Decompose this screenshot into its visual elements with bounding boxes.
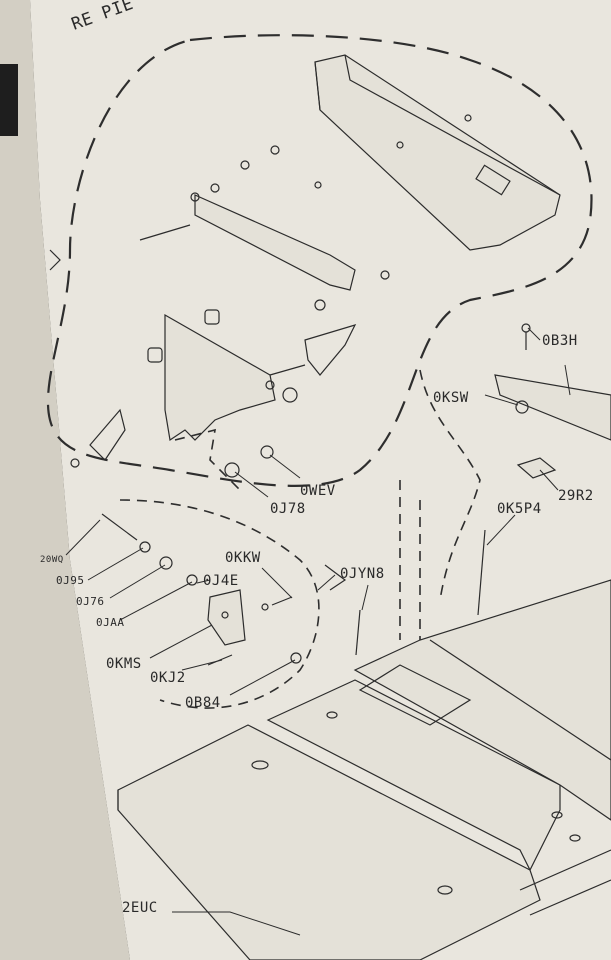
label-0k5p4: 0K5P4 — [497, 501, 542, 517]
label-0kkw: 0KKW — [225, 550, 261, 566]
right-boundary — [399, 369, 481, 680]
table-top — [117, 579, 611, 960]
label-29r2: 29R2 — [558, 488, 594, 504]
label-0j95: 0J95 — [56, 574, 85, 587]
binding-tab — [0, 64, 18, 136]
label-20wq: 20WQ — [40, 555, 64, 565]
upper-assembly-boundary — [46, 34, 593, 487]
label-0kj2: 0KJ2 — [150, 670, 186, 686]
pawl-plate — [70, 309, 357, 468]
previous-page-edge — [0, 0, 130, 960]
nut-and-washer — [174, 428, 274, 491]
lower-group-boundary — [119, 499, 320, 709]
mounting-bracket — [139, 145, 390, 311]
label-0kms: 0KMS — [106, 656, 142, 672]
label-0b84: 0B84 — [185, 695, 221, 711]
page-mark — [49, 249, 61, 271]
leader-lines — [65, 327, 571, 936]
label-0ksw: 0KSW — [433, 390, 469, 406]
hardware-stack — [101, 513, 361, 666]
label-0j76: 0J76 — [76, 595, 105, 608]
label-0b3h: 0B3H — [542, 333, 578, 349]
label-0j78: 0J78 — [270, 501, 306, 517]
label-0jyn8: 0JYN8 — [340, 566, 385, 582]
label-0j4e: 0J4E — [203, 573, 239, 589]
label-2euc: 2EUC — [122, 900, 158, 916]
blade-guard-housing — [314, 54, 561, 251]
label-0wev: 0WEV — [300, 483, 336, 499]
label-0jaa: 0JAA — [96, 616, 125, 629]
